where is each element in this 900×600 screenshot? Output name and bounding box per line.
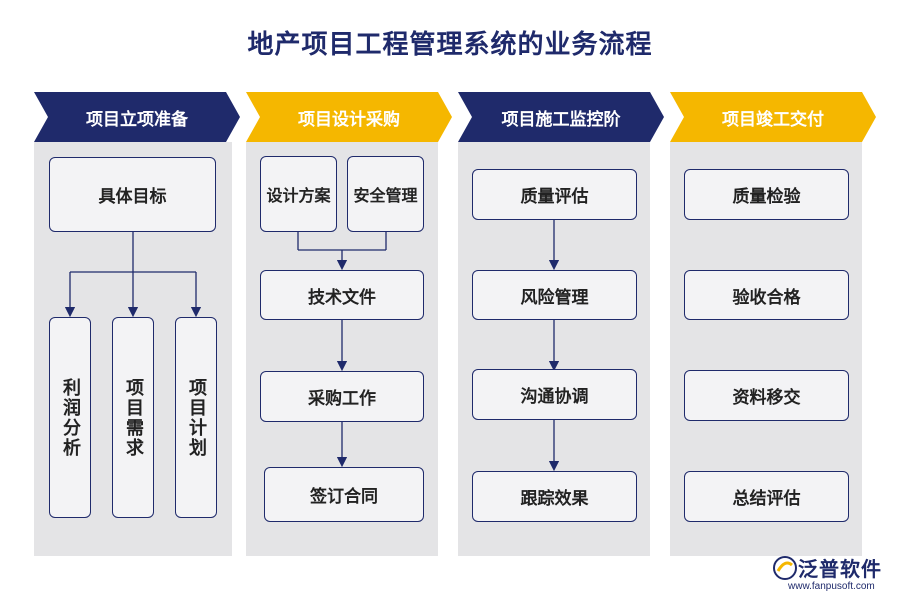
- box-safety-management: 安全管理: [347, 156, 424, 232]
- box-tracking-results: 跟踪效果: [472, 471, 637, 522]
- box-project-requirements: 项目需求: [112, 317, 154, 518]
- logo-url: www.fanpusoft.com: [788, 581, 875, 592]
- box-acceptance-passed: 验收合格: [684, 270, 849, 320]
- box-summary-evaluation: 总结评估: [684, 471, 849, 522]
- box-risk-management: 风险管理: [472, 270, 637, 320]
- phase-header-2: 项目设计采购: [246, 92, 452, 142]
- phase-header-1: 项目立项准备: [34, 92, 240, 142]
- phase-label: 项目立项准备: [86, 109, 188, 130]
- box-sign-contract: 签订合同: [264, 467, 424, 522]
- phase-label: 项目施工监控阶: [501, 109, 621, 130]
- phase-header-3: 项目施工监控阶: [458, 92, 664, 142]
- phase-label: 项目竣工交付: [722, 109, 824, 130]
- box-quality-inspection: 质量检验: [684, 169, 849, 220]
- phase-arrow-shape: [34, 92, 240, 142]
- box-quality-assessment: 质量评估: [472, 169, 637, 220]
- box-project-plan: 项目计划: [175, 317, 217, 518]
- phase-arrow-shape: [670, 92, 876, 142]
- fanpu-logo-icon: [773, 556, 797, 580]
- box-specific-goals: 具体目标: [49, 157, 216, 232]
- logo-name: 泛普软件: [798, 557, 882, 581]
- box-design-plan: 设计方案: [260, 156, 337, 232]
- box-document-handover: 资料移交: [684, 370, 849, 421]
- box-technical-documents: 技术文件: [260, 270, 424, 320]
- phase-arrow-shape: [458, 92, 664, 142]
- phase-arrow-shape: [246, 92, 452, 142]
- box-communication: 沟通协调: [472, 369, 637, 420]
- box-profit-analysis: 利润分析: [49, 317, 91, 518]
- phase-header-4: 项目竣工交付: [670, 92, 876, 142]
- phase-label: 项目设计采购: [298, 109, 400, 130]
- box-procurement-work: 采购工作: [260, 371, 424, 422]
- brand-logo: 泛普软件 www.fanpusoft.com: [768, 553, 898, 597]
- page-title: 地产项目工程管理系统的业务流程: [247, 30, 653, 60]
